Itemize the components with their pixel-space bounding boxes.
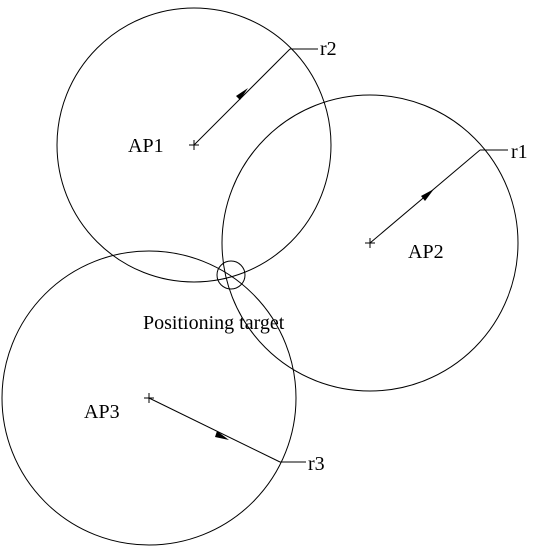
ap1-group: AP1 r2 bbox=[56, 7, 337, 283]
target-group: Positioning target bbox=[143, 260, 285, 334]
r1-arrowhead bbox=[421, 189, 434, 201]
ap2-label: AP2 bbox=[408, 241, 444, 263]
positioning-target-marker bbox=[216, 260, 246, 290]
positioning-target-label: Positioning target bbox=[143, 312, 285, 334]
r3-label: r3 bbox=[308, 453, 325, 475]
r1-label: r1 bbox=[511, 141, 528, 163]
ap2-coverage-circle bbox=[221, 94, 519, 392]
ap2-group: AP2 r1 bbox=[221, 94, 528, 392]
ap3-group: AP3 r3 bbox=[1, 250, 325, 546]
r3-radius-line bbox=[148, 397, 281, 463]
ap3-label: AP3 bbox=[84, 401, 120, 423]
r2-arrowhead bbox=[236, 88, 248, 100]
ap1-coverage-circle bbox=[56, 7, 332, 283]
r2-label: r2 bbox=[320, 38, 337, 60]
r3-arrowhead bbox=[215, 431, 229, 440]
ap1-label: AP1 bbox=[128, 135, 164, 157]
ap3-coverage-circle bbox=[1, 250, 297, 546]
